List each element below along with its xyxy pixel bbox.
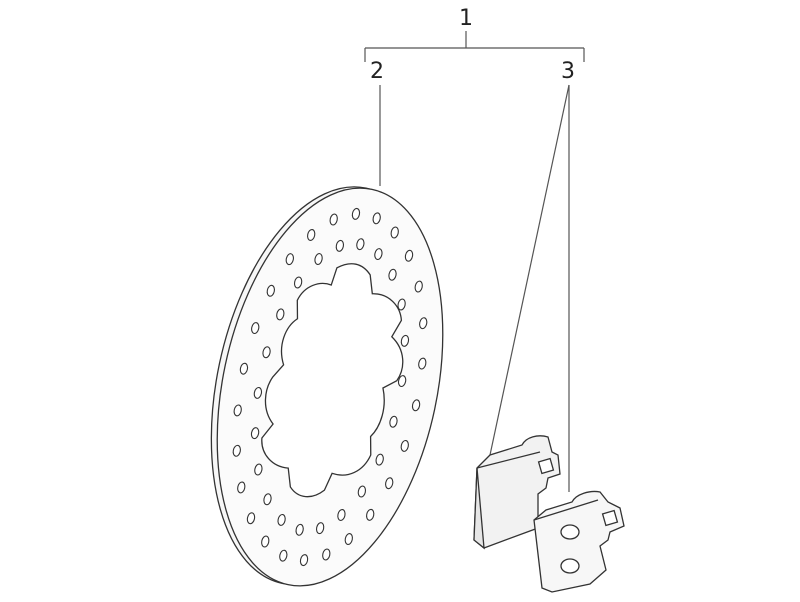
disc-hole [390, 226, 399, 239]
disc-hole [277, 513, 286, 526]
disc-hole [397, 298, 406, 311]
disc-hole [337, 508, 346, 521]
disc-hole [266, 284, 275, 297]
disc-hole [404, 249, 414, 262]
callout-3-label: 3 [561, 59, 575, 84]
disc-hole [322, 548, 331, 561]
disc-hole [315, 522, 325, 535]
disc-hole [411, 399, 421, 412]
disc-hole [262, 346, 271, 359]
disc-hole [285, 253, 294, 266]
leader-line-3a [489, 84, 570, 456]
disc-hole [356, 238, 365, 251]
brake-pad-right [533, 490, 625, 593]
callout-1-label: 1 [459, 6, 473, 31]
disc-center-cutout [261, 263, 404, 498]
disc-hole [419, 317, 428, 330]
disc-hole [357, 485, 367, 498]
pad-hole-upper [560, 524, 580, 540]
disc-hole [329, 213, 338, 226]
disc-hole [251, 322, 260, 335]
disc-hole [414, 280, 423, 293]
disc-hole [237, 481, 246, 494]
disc-hole [254, 463, 263, 476]
disc-hole [385, 477, 394, 490]
disc-hole [232, 444, 241, 457]
assembly-bracket [364, 31, 585, 62]
disc-holes [232, 207, 428, 567]
disc-hole [372, 212, 381, 225]
brake-pad-left [473, 435, 561, 550]
disc-hole [389, 415, 398, 428]
callout-2-label: 2 [370, 59, 384, 84]
disc-hole [261, 535, 270, 548]
brake-disc [210, 186, 444, 587]
disc-hole [279, 549, 288, 562]
disc-hole [400, 439, 409, 452]
disc-hole [400, 334, 410, 347]
disc-hole [314, 253, 323, 266]
disc-hole [344, 533, 353, 546]
disc-hole [307, 228, 316, 241]
disc-hole [263, 493, 272, 506]
disc-hole [293, 276, 303, 289]
disc-hole [388, 268, 397, 281]
disc-hole [233, 404, 242, 417]
disc-hole [335, 239, 345, 252]
disc-hole [299, 554, 309, 567]
pad-hole-lower [560, 558, 580, 574]
disc-hole [239, 362, 249, 375]
disc-hole [374, 248, 383, 261]
disc-hole [351, 207, 361, 220]
disc-hole [276, 308, 285, 321]
disc-hole [366, 508, 375, 521]
disc-hole [246, 512, 256, 525]
disc-hole [418, 357, 427, 370]
disc-hole [295, 523, 304, 536]
disc-hole [250, 427, 260, 440]
disc-hole [253, 386, 263, 399]
disc-hole [375, 453, 384, 466]
disc-hole [397, 375, 407, 388]
